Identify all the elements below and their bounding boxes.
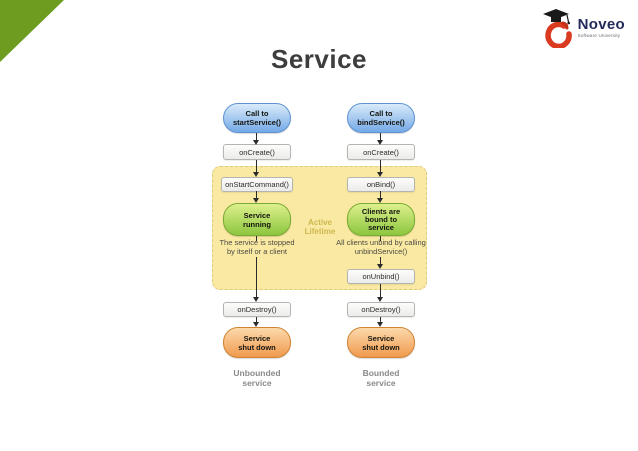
note-line1: The service is stopped (219, 238, 295, 247)
brand-name: Noveo (577, 16, 625, 34)
flow-arrow (253, 191, 259, 203)
node-text: shut down (362, 342, 400, 352)
node-call-bindservice: Call to bindService() (347, 103, 415, 133)
node-shutdown-left: Service shut down (223, 327, 291, 358)
note-line2: by itself or a client (226, 246, 288, 256)
node-ondestroy-right: onDestroy() (347, 302, 415, 317)
node-text: Clients are (361, 206, 401, 216)
node-text: Call to (245, 109, 269, 118)
node-text: bound to (364, 214, 398, 224)
node-text: onBind() (366, 180, 396, 189)
note-line1: All clients unbind by calling (336, 238, 426, 247)
graduation-cap-icon (542, 9, 570, 25)
flow-arrow (377, 317, 383, 327)
flow-arrow (377, 284, 383, 302)
logo: Noveo Software University (539, 8, 625, 48)
flow-arrow (377, 160, 383, 177)
flow-line (380, 236, 381, 241)
corner-triangle-decoration (0, 0, 64, 62)
brand-tagline: Software University (577, 33, 621, 39)
label-bounded-service: Bounded service (341, 368, 421, 388)
label-line1: Unbounded (233, 368, 281, 378)
node-text: service (368, 222, 394, 232)
node-text: onCreate() (239, 147, 275, 157)
flow-arrow (253, 317, 259, 327)
node-text: onStartCommand() (225, 180, 289, 189)
flow-arrow (377, 191, 383, 203)
node-onbind: onBind() (347, 177, 415, 192)
node-call-startservice: Call to startService() (223, 103, 291, 133)
label-line1: Bounded (362, 368, 400, 378)
active-lifetime-line1: Active (307, 218, 332, 227)
node-text: Service (367, 333, 395, 343)
flow-arrow (253, 160, 259, 177)
label-line2: service (366, 378, 396, 388)
node-oncreate-right: onCreate() (347, 144, 415, 160)
node-text: Service (243, 210, 271, 220)
flow-arrow (377, 133, 383, 145)
slide-title: Service (270, 44, 368, 74)
node-onstartcommand: onStartCommand() (221, 177, 293, 192)
flow-arrow (377, 257, 383, 269)
node-text: onDestroy() (361, 305, 401, 314)
node-ondestroy-left: onDestroy() (223, 302, 291, 317)
node-clients-bound: Clients are bound to service (347, 203, 415, 236)
node-oncreate-left: onCreate() (223, 144, 291, 160)
node-text: onDestroy() (237, 305, 277, 314)
node-text: onUnbind() (362, 272, 400, 281)
node-service-running: Service running (223, 203, 291, 236)
label-unbounded-service: Unbounded service (217, 368, 297, 388)
node-text: Call to (369, 109, 393, 118)
note-line2: unbindService() (354, 246, 408, 256)
note-service-stopped: The service is stopped by itself or a cl… (207, 238, 307, 256)
node-text: running (243, 219, 271, 229)
flow-arrow (253, 133, 259, 145)
flow-arrow (253, 257, 259, 302)
node-text: startService() (233, 118, 281, 127)
node-text: bindService() (357, 118, 405, 127)
node-shutdown-right: Service shut down (347, 327, 415, 358)
node-text: Service (243, 333, 271, 343)
noveo-logo-icon (542, 9, 572, 48)
flow-line (256, 236, 257, 241)
label-line2: service (242, 378, 272, 388)
node-text: shut down (238, 342, 276, 352)
note-clients-unbind: All clients unbind by calling unbindServ… (331, 238, 431, 256)
active-lifetime-label: Active Lifetime (295, 218, 345, 236)
logo-text: Noveo Software University (578, 17, 625, 39)
active-lifetime-line2: Lifetime (304, 227, 336, 236)
node-text: onCreate() (363, 147, 399, 157)
node-onunbind: onUnbind() (347, 269, 415, 284)
